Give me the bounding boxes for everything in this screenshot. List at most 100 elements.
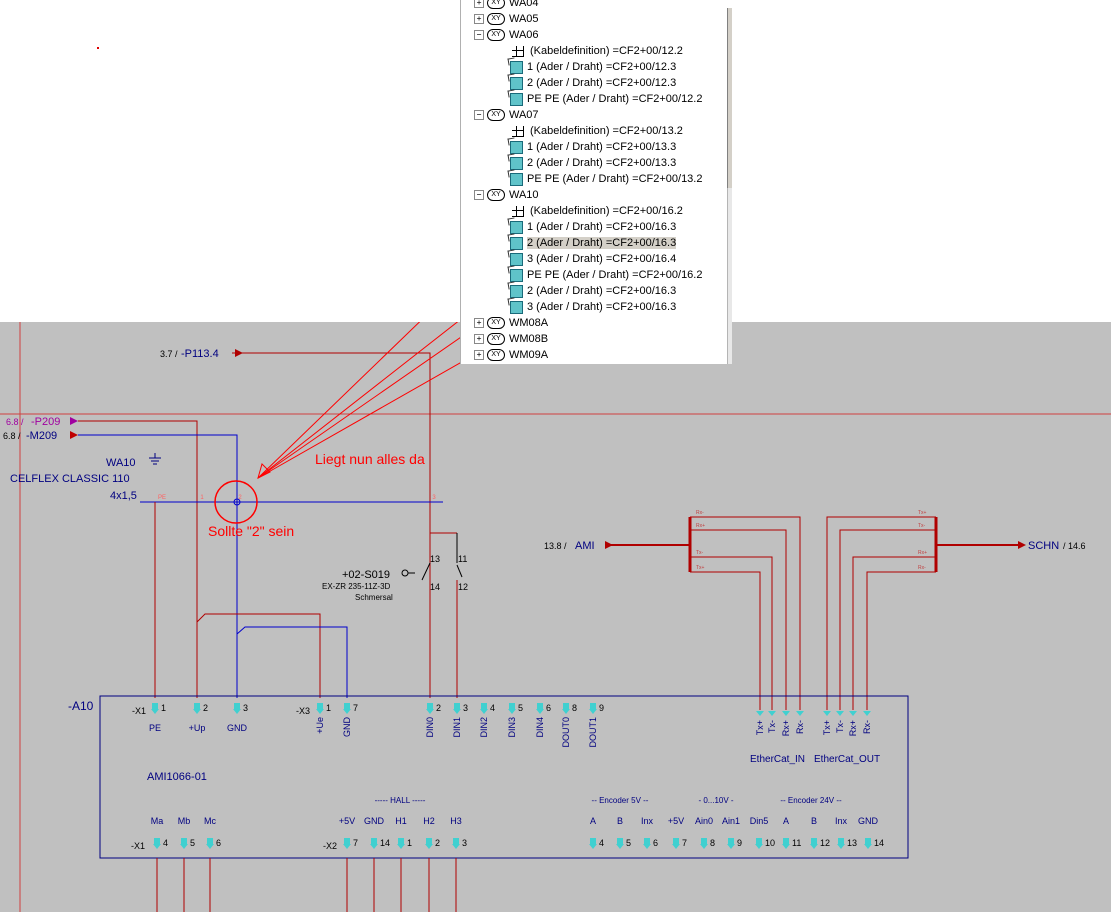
pin-number: 9: [599, 703, 604, 713]
tree-item[interactable]: 1 (Ader / Draht) =CF2+00/16.3: [510, 219, 676, 235]
pin-arrow: [756, 711, 764, 716]
pin-number: 4: [599, 838, 604, 848]
eth-out-pin: Tx+: [918, 510, 927, 516]
pin-number: 2: [203, 703, 208, 713]
tree-expander[interactable]: +: [474, 334, 484, 345]
switch-type: EX-ZR 235-11Z-3D: [322, 582, 391, 591]
tree-group-label: WA05: [509, 13, 539, 25]
wire-core-icon: [510, 60, 523, 74]
pin-label: Rx-: [795, 720, 805, 734]
ami-name: AMI: [575, 540, 595, 552]
pin-label: GND: [364, 816, 385, 826]
tree-item[interactable]: PE PE (Ader / Draht) =CF2+00/13.2: [510, 171, 702, 187]
tree-expander[interactable]: −: [474, 110, 484, 121]
wire-core-icon: [510, 140, 523, 154]
tree-item-label: 1 (Ader / Draht) =CF2+00/13.3: [527, 141, 677, 153]
arrow-head: [70, 431, 78, 439]
tree-item[interactable]: (Kabeldefinition) =CF2+00/13.2: [510, 123, 683, 139]
schn-ref: / 14.6: [1063, 541, 1086, 551]
eth-out-pin: Tx-: [918, 523, 926, 529]
tree-item[interactable]: 3 (Ader / Draht) =CF2+00/16.4: [510, 251, 676, 267]
tree-item[interactable]: 2 (Ader / Draht) =CF2+00/12.3: [510, 75, 676, 91]
pin-number: 12: [820, 838, 830, 848]
tree-item[interactable]: 2 (Ader / Draht) =CF2+00/16.3: [510, 283, 676, 299]
eth-out-wire: [839, 529, 922, 710]
pin-arrow: [849, 711, 857, 716]
tree-item[interactable]: (Kabeldefinition) =CF2+00/16.2: [510, 203, 683, 219]
tree-expander[interactable]: +: [474, 318, 484, 329]
pin-number: 1: [326, 703, 331, 713]
pin-connector: [426, 838, 432, 844]
tree-item-label: 2 (Ader / Draht) =CF2+00/13.3: [527, 157, 677, 169]
eth-in-wire: [704, 529, 787, 710]
pin-connector: [317, 703, 323, 709]
pin-label: DOUT1: [588, 717, 598, 748]
tree-scrollbar-thumb[interactable]: [727, 8, 732, 188]
tree-item[interactable]: 2 (Ader / Draht) =CF2+00/13.3: [510, 155, 676, 171]
pin-connector: [344, 838, 350, 844]
pin-connector: [563, 703, 569, 709]
pin-arrow: [193, 709, 201, 714]
pin-label: Rx-: [862, 720, 872, 734]
tree-item-label: PE PE (Ader / Draht) =CF2+00/13.2: [527, 173, 703, 185]
switch-pin: 14: [430, 582, 440, 592]
pin-number: 4: [490, 703, 495, 713]
pin-connector: [756, 838, 762, 844]
tree-item-label: 2 (Ader / Draht) =CF2+00/16.3: [527, 285, 677, 297]
cable-definition-icon: [510, 205, 526, 217]
tree-group-label: WA10: [509, 189, 539, 201]
tree-item[interactable]: PE PE (Ader / Draht) =CF2+00/12.2: [510, 91, 702, 107]
pin-connector: [673, 838, 679, 844]
pin-arrow: [782, 711, 790, 716]
cable-node: [233, 498, 241, 506]
tree-expander[interactable]: +: [474, 14, 484, 25]
tree-item[interactable]: 1 (Ader / Draht) =CF2+00/13.3: [510, 139, 676, 155]
pin-arrow: [643, 844, 651, 849]
tree-item-label: (Kabeldefinition) =CF2+00/13.2: [530, 125, 683, 137]
wire-core-icon: [510, 220, 523, 234]
pin-arrow: [562, 709, 570, 714]
cable-definition-icon: [510, 45, 526, 57]
arrow-head: [70, 417, 78, 425]
tree-item[interactable]: 2 (Ader / Draht) =CF2+00/16.3: [510, 235, 677, 251]
wire-core-icon: [510, 172, 523, 186]
switch-pin: 12: [458, 582, 468, 592]
pin-connector: [783, 838, 789, 844]
pin-connector: [181, 838, 187, 844]
tree-expander[interactable]: −: [474, 190, 484, 201]
annotation-text-should: Sollte "2" sein: [208, 523, 294, 539]
pin-label: H2: [423, 816, 435, 826]
annotation-text-all: Liegt nun alles da: [315, 451, 425, 467]
tree-item[interactable]: 1 (Ader / Draht) =CF2+00/12.3: [510, 59, 676, 75]
pin-label: DIN2: [479, 717, 489, 738]
p113-ref: 3.7 /: [160, 349, 178, 359]
pin-arrow: [837, 844, 845, 849]
tree-expander[interactable]: +: [474, 350, 484, 361]
pin-arrow: [782, 844, 790, 849]
tree-item[interactable]: (Kabeldefinition) =CF2+00/12.2: [510, 43, 683, 59]
tree-item-label: 1 (Ader / Draht) =CF2+00/16.3: [527, 221, 677, 233]
analog-label: - 0...10V -: [698, 796, 733, 805]
tree-expander[interactable]: −: [474, 30, 484, 41]
tree-expander[interactable]: +: [474, 0, 484, 9]
tree-item-label: (Kabeldefinition) =CF2+00/16.2: [530, 205, 683, 217]
arrow-head: [257, 463, 271, 479]
pin-arrow: [589, 709, 597, 714]
cable-conductor-label: 1: [200, 495, 204, 501]
pin-label: A: [590, 816, 596, 826]
pin-label: Din5: [750, 816, 769, 826]
eth-out-pin: Rx-: [918, 565, 926, 571]
tree-item[interactable]: 3 (Ader / Draht) =CF2+00/16.3: [510, 299, 676, 315]
tree-item[interactable]: PE PE (Ader / Draht) =CF2+00/16.2: [510, 267, 702, 283]
